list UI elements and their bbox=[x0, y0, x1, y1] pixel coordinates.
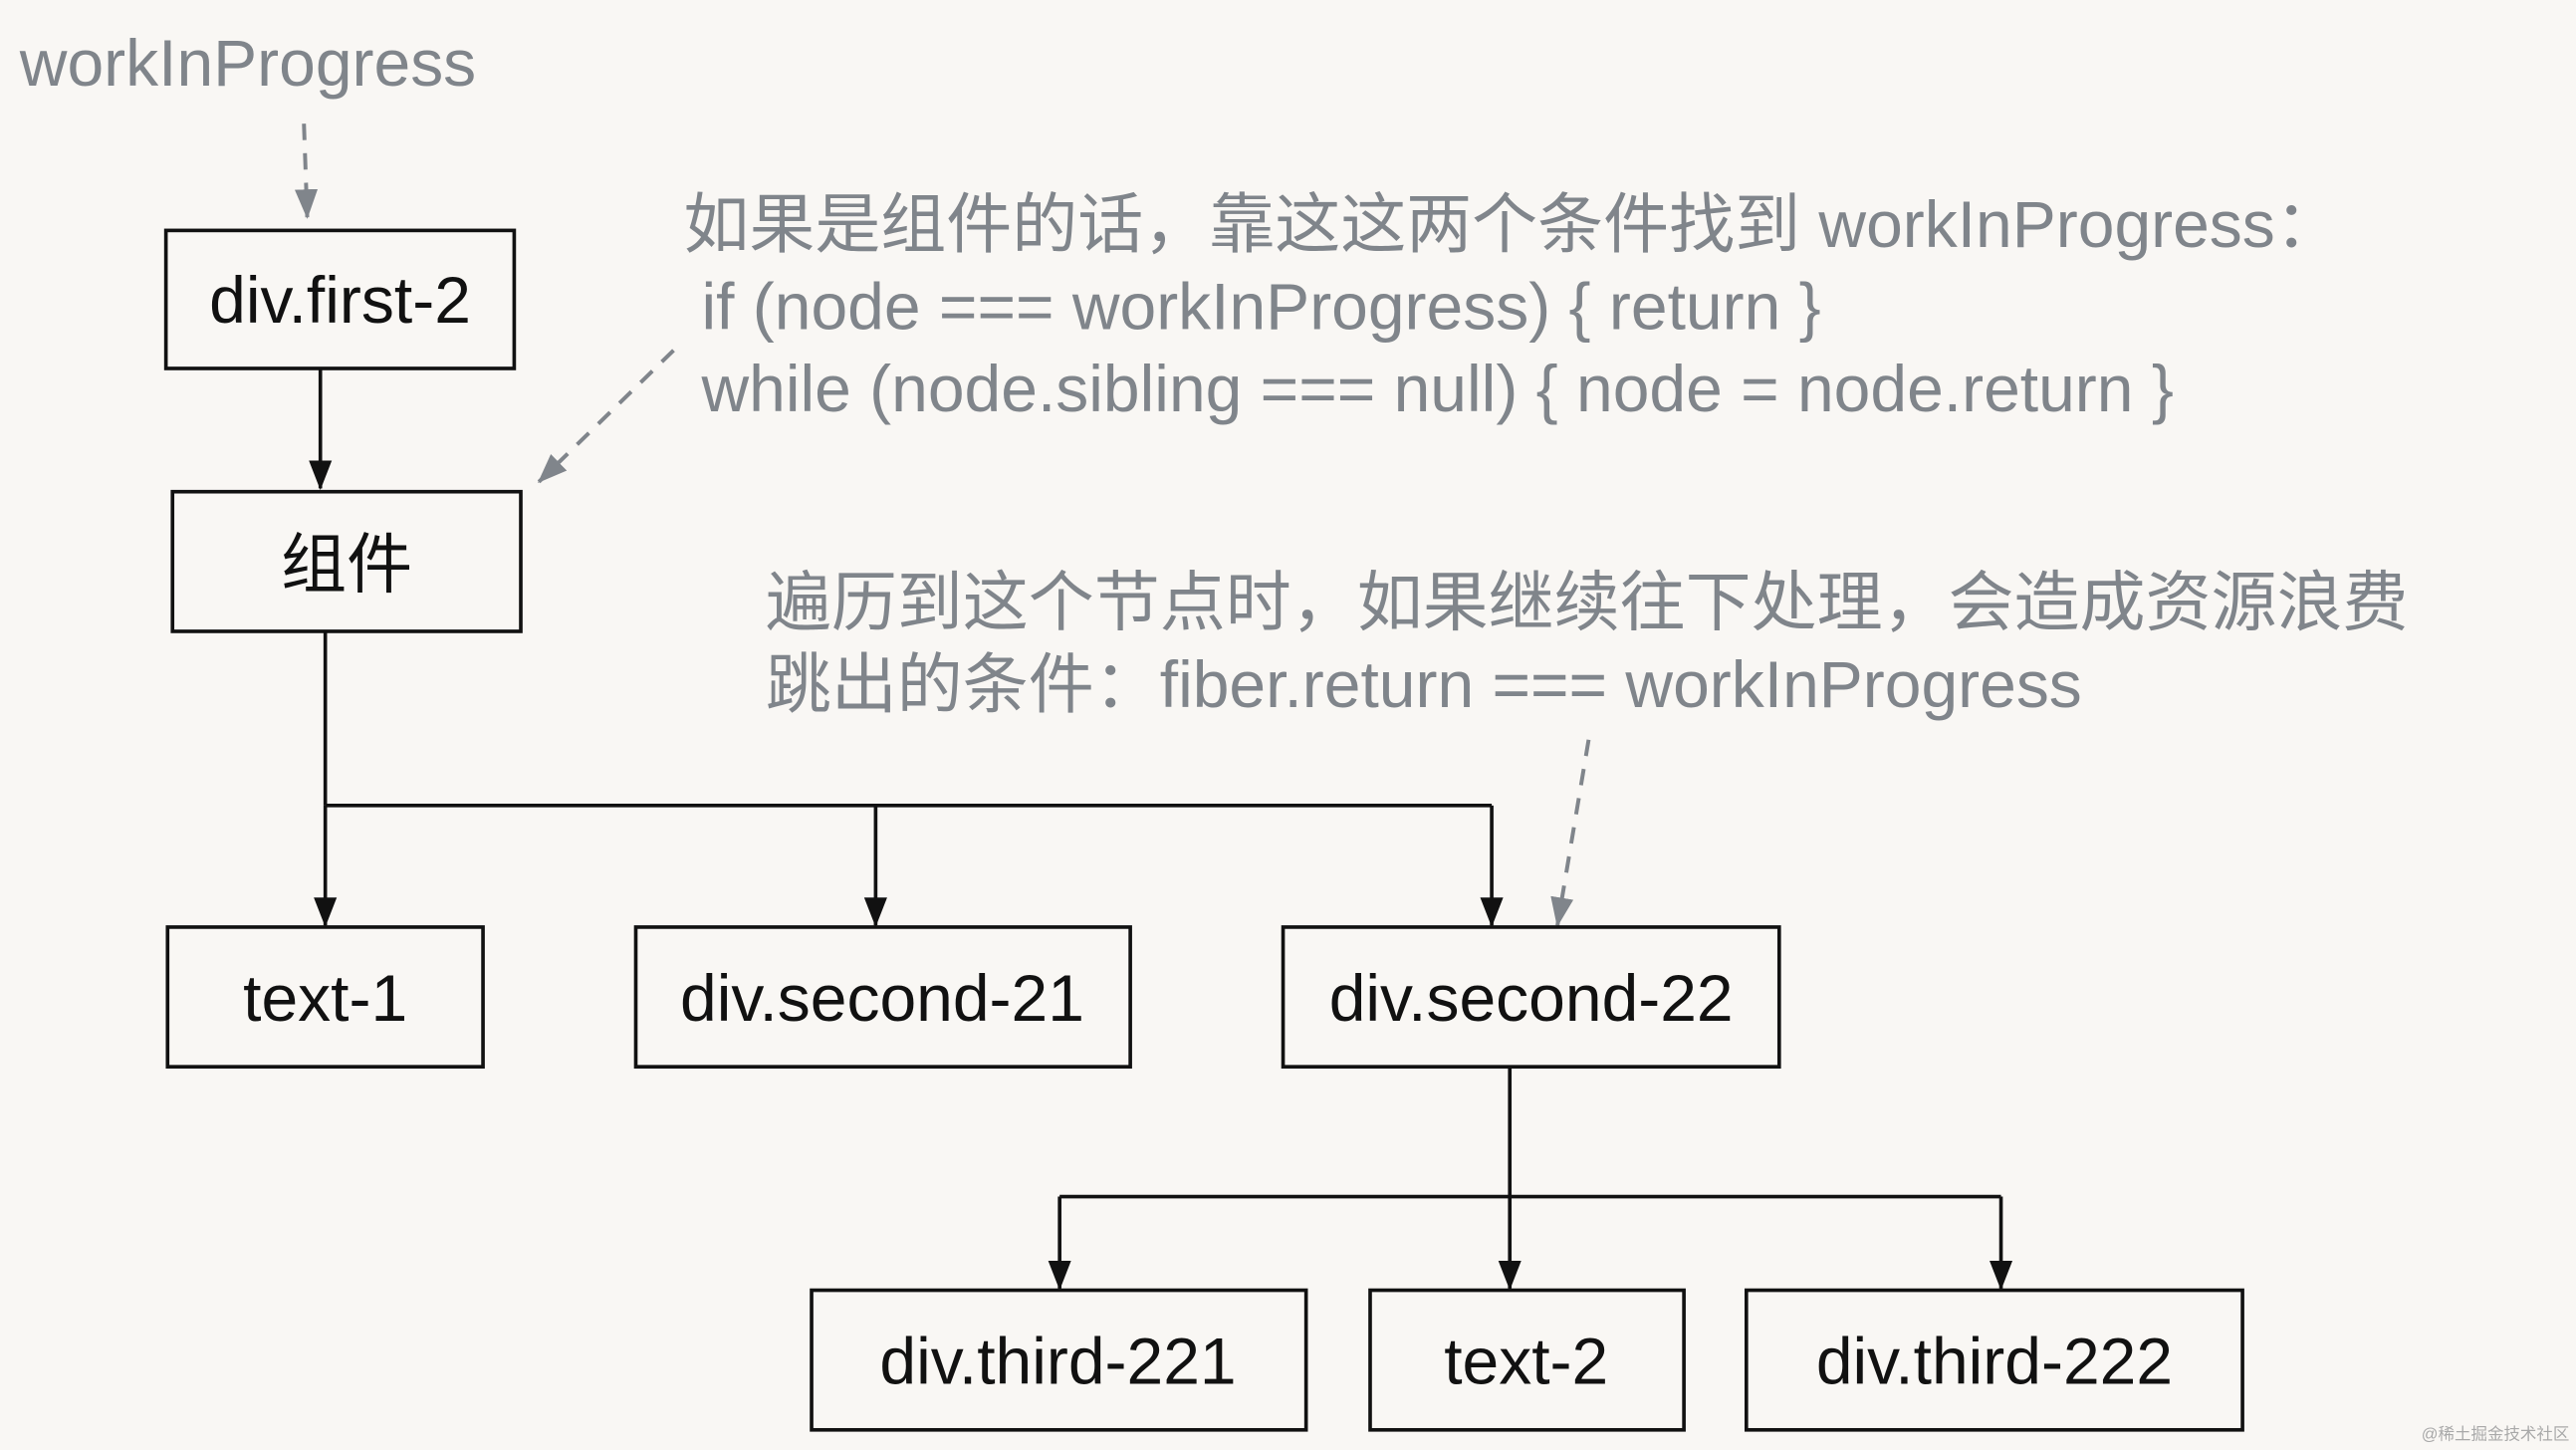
watermark: @稀土掘金技术社区 bbox=[2422, 1425, 2570, 1444]
node-text-2: text-2 bbox=[1368, 1288, 1686, 1432]
node-div-third-221: div.third-221 bbox=[810, 1288, 1308, 1432]
wip-pointer-arrow bbox=[295, 123, 319, 219]
node-div-second-22: div.second-22 bbox=[1281, 925, 1781, 1069]
annotation-line: 如果是组件的话，靠这这两个条件找到 workInProgress： bbox=[683, 187, 2340, 261]
node-component: 组件 bbox=[170, 489, 523, 633]
annotation-line: 遍历到这个节点时，如果继续往下处理，会造成资源浪费 bbox=[766, 565, 2409, 638]
component-annotation-arrow bbox=[537, 349, 675, 484]
node-label: 组件 bbox=[281, 527, 412, 601]
annotation-line: while (node.sibling === null) { node = n… bbox=[700, 352, 2173, 425]
node-label: div.first-2 bbox=[209, 263, 471, 337]
node-label: div.second-21 bbox=[680, 961, 1084, 1035]
node-div-second-21: div.second-21 bbox=[633, 925, 1132, 1069]
annotation-line: if (node === workInProgress) { return } bbox=[701, 269, 1820, 343]
node-label: div.second-22 bbox=[1329, 961, 1734, 1035]
node-label: div.third-221 bbox=[879, 1325, 1236, 1398]
node-label: text-1 bbox=[243, 961, 407, 1035]
node-div-third-222: div.third-222 bbox=[1744, 1288, 2244, 1432]
traversal-annotation-arrow bbox=[1550, 739, 1591, 927]
node-label: text-2 bbox=[1444, 1325, 1608, 1398]
node-text-1: text-1 bbox=[165, 925, 485, 1069]
node-div-first-2: div.first-2 bbox=[163, 228, 517, 370]
work-in-progress-label: workInProgress bbox=[19, 26, 476, 100]
annotation-line: 跳出的条件：fiber.return === workInProgress bbox=[766, 647, 2082, 721]
component-annotation: 如果是组件的话，靠这这两个条件找到 workInProgress： if (no… bbox=[683, 187, 2340, 425]
traversal-annotation: 遍历到这个节点时，如果继续往下处理，会造成资源浪费 跳出的条件：fiber.re… bbox=[766, 565, 2409, 720]
node-label: div.third-222 bbox=[1816, 1325, 2173, 1398]
